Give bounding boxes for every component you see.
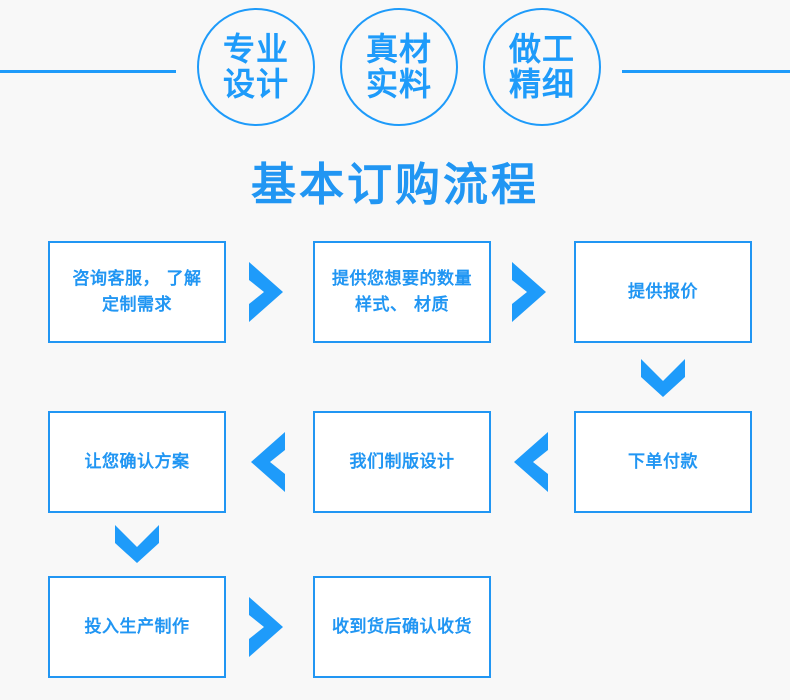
badge-design-line1: 专业 [222,30,289,69]
flow-step-4-label: 下单付款 [628,451,698,472]
badge-material-line2: 实料 [365,65,432,103]
flow-step-5-label: 我们制版设计 [349,451,455,472]
chevron-right-icon [245,258,289,326]
badge-craft-line1: 做工 [508,30,575,69]
chevron-left-icon [245,428,289,496]
chevron-down-icon [111,521,163,567]
flow-step-7-label: 投入生产制作 [84,616,190,637]
badge-material: 真材 实料 [340,8,458,126]
page-title: 基本订购流程 [250,158,539,211]
badge-material-line1: 真材 [365,30,432,69]
flow-step-3: 提供报价 [574,241,752,343]
flow-step-8-label: 收到货后确认收货 [332,616,472,637]
flow-step-7: 投入生产制作 [48,576,226,678]
flow-step-1: 咨询客服， 了解定制需求 [48,241,226,343]
flow-step-2-label: 提供您想要的数量样式、 材质 [332,268,472,315]
badge-craft-line2: 精细 [508,65,575,103]
flow-step-4: 下单付款 [574,411,752,513]
divider-line-right [622,70,790,73]
chevron-left-icon [508,428,552,496]
flow-step-5: 我们制版设计 [313,411,491,513]
flow-step-1-label: 咨询客服， 了解定制需求 [72,268,202,315]
flow-step-2: 提供您想要的数量样式、 材质 [313,241,491,343]
flow-step-6: 让您确认方案 [48,411,226,513]
badge-design-line2: 设计 [222,65,289,103]
chevron-right-icon [245,593,289,661]
chevron-right-icon [508,258,552,326]
flow-step-8: 收到货后确认收货 [313,576,491,678]
divider-line-left [0,70,176,73]
badge-craft: 做工 精细 [483,8,601,126]
flow-step-3-label: 提供报价 [628,281,698,302]
badge-design: 专业 设计 [197,8,315,126]
feature-badges-row: 专业 设计 真材 实料 做工 精细 [0,0,790,145]
flow-step-6-label: 让您确认方案 [84,451,190,472]
chevron-down-icon [637,355,689,401]
